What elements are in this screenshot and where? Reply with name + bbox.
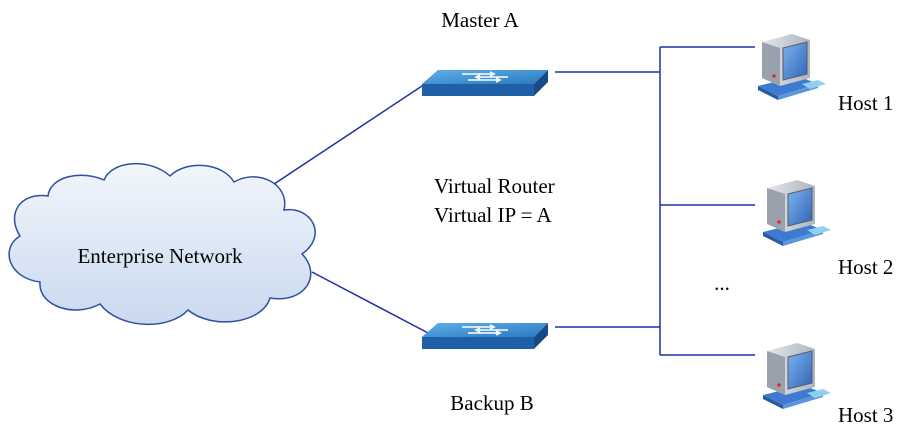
host2-desktop-computer-icon (762, 179, 832, 247)
host3-label: Host 3 (838, 403, 893, 427)
host2-label: Host 2 (838, 255, 893, 279)
cloud-label: Enterprise Network (77, 244, 243, 268)
virtual-router-label: Virtual Router (434, 174, 555, 198)
virtual-ip-label: Virtual IP = A (434, 203, 553, 227)
backup-label: Backup B (450, 391, 533, 415)
host1-label: Host 1 (838, 91, 893, 115)
link-cloud-to-master (255, 83, 426, 197)
cloud-icon (8, 163, 316, 326)
host3-desktop-computer-icon (762, 342, 832, 410)
network-links (255, 46, 755, 356)
link-cloud-to-backup (311, 271, 431, 335)
master-switch-icon (421, 69, 549, 97)
host1-desktop-computer-icon (757, 33, 827, 101)
more-hosts-ellipsis: ... (714, 271, 730, 295)
master-label: Master A (441, 8, 519, 32)
backup-switch-icon (421, 322, 549, 350)
